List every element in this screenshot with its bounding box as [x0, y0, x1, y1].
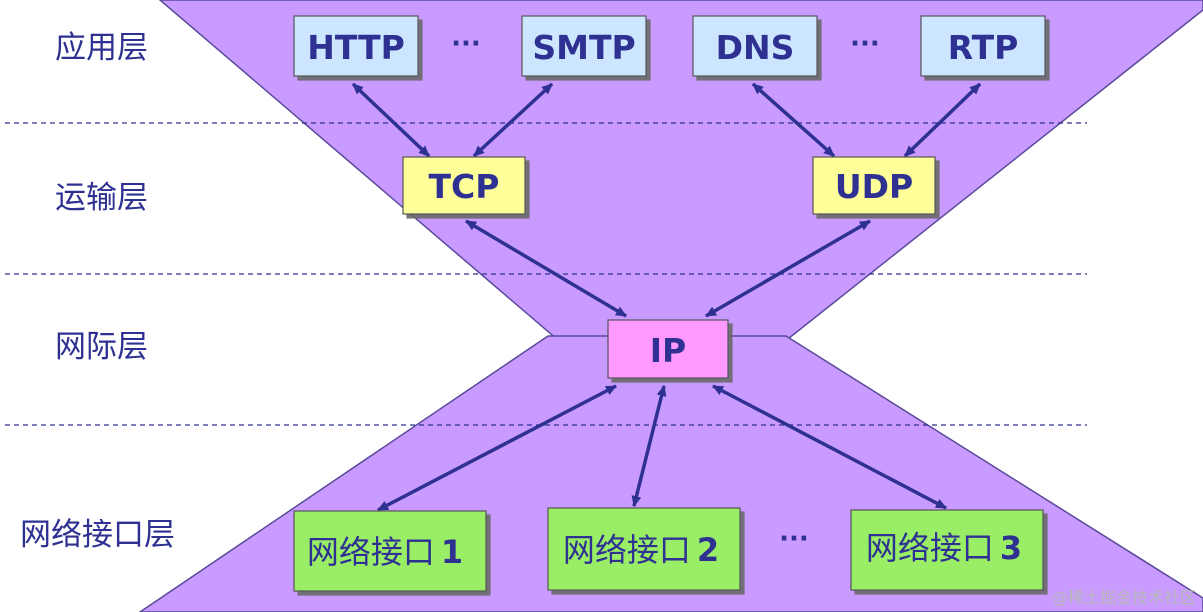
connection-arrows: [351, 82, 982, 512]
layer-label-transport: 运输层: [55, 180, 148, 216]
protocol-box-http: HTTP: [293, 15, 419, 77]
protocol-box-udp: UDP: [812, 156, 936, 215]
ellipsis-interface: ···: [779, 524, 809, 554]
arrow-dns-udp: [751, 82, 836, 158]
layer-label-application: 应用层: [55, 30, 148, 66]
arrow-smtp-tcp: [472, 82, 554, 158]
arrow-ip-interface3: [712, 384, 947, 510]
arrow-udp-ip: [705, 219, 871, 318]
ellipsis-app-left: ···: [451, 29, 481, 59]
protocol-box-rtp: RTP: [920, 15, 1046, 77]
protocol-label-http: HTTP: [307, 28, 405, 67]
protocol-label-tcp: TCP: [429, 167, 500, 206]
layer-label-network-interface: 网络接口层: [20, 517, 175, 553]
protocol-label-smtp: SMTP: [532, 28, 635, 67]
watermark: @稀土掘金技术社区: [1052, 588, 1196, 607]
protocol-box-tcp: TCP: [402, 156, 526, 215]
protocol-label-dns: DNS: [716, 28, 795, 67]
arrow-ip-interface1: [377, 384, 617, 512]
arrow-rtp-udp: [903, 82, 982, 158]
arrow-ip-interface2: [631, 385, 667, 507]
ellipsis-app-right: ···: [850, 29, 880, 59]
arrow-http-tcp: [351, 82, 431, 158]
protocol-label-ip: IP: [650, 331, 686, 370]
protocol-box-ip: IP: [607, 319, 729, 379]
protocol-box-smtp: SMTP: [521, 15, 647, 77]
protocol-label-rtp: RTP: [948, 28, 1019, 67]
protocol-label-udp: UDP: [835, 167, 913, 206]
arrow-tcp-ip: [465, 219, 627, 318]
protocol-box-dns: DNS: [692, 15, 818, 77]
layer-label-internet: 网际层: [55, 329, 148, 365]
